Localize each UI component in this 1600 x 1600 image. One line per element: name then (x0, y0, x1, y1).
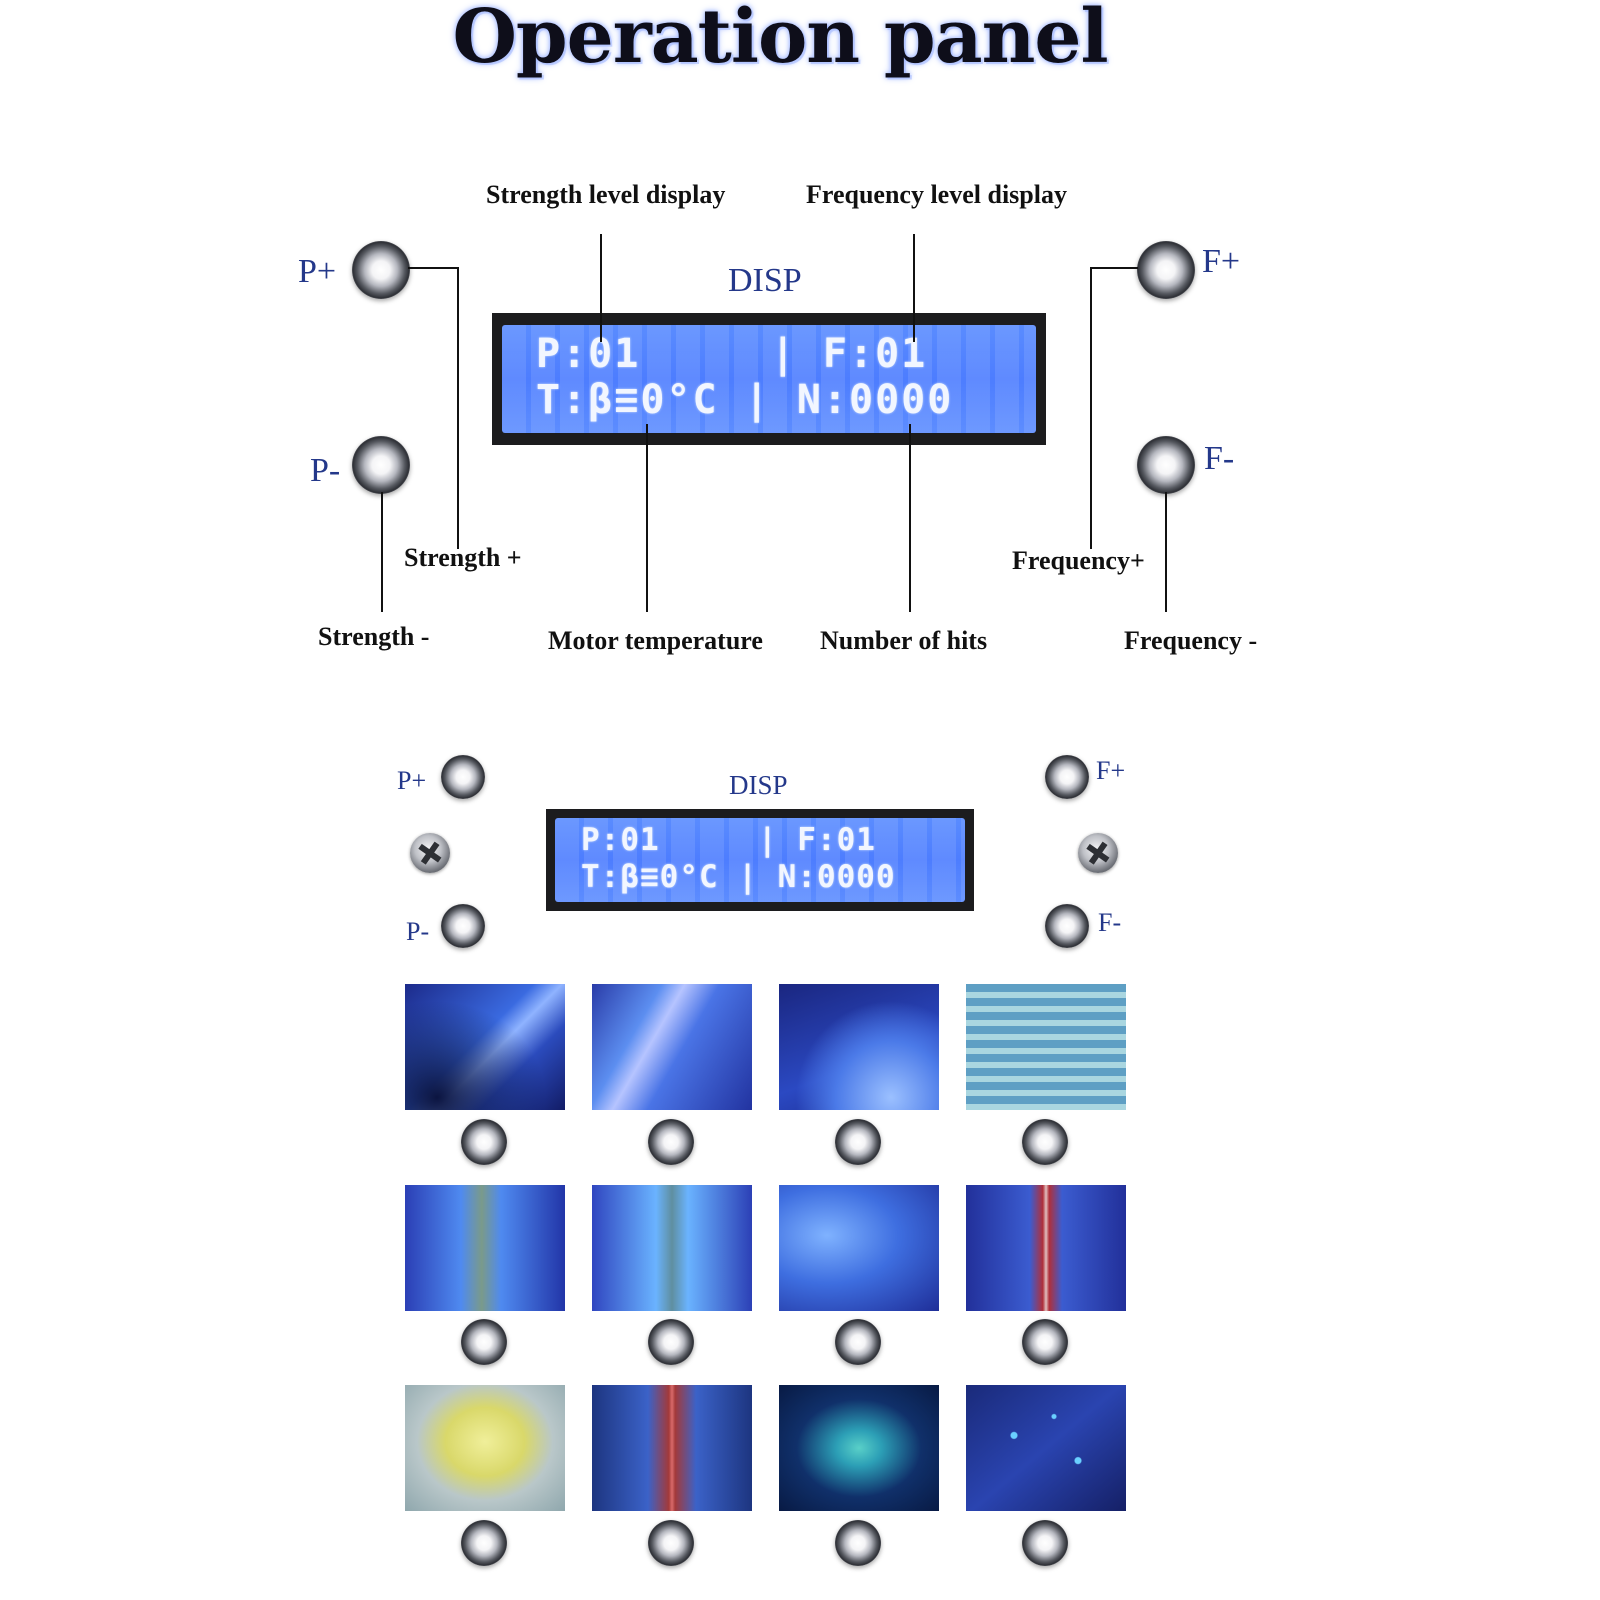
strength-display-callout: Strength level display (486, 180, 726, 209)
tile-forearm (592, 984, 752, 1110)
frequency-minus-callout: Frequency - (1124, 626, 1258, 655)
disp-label: DISP (728, 262, 802, 299)
tile-shoulder (779, 984, 939, 1110)
screw-icon (1078, 833, 1118, 873)
leader-line (909, 424, 911, 612)
frequency-plus-callout: Frequency+ (1012, 546, 1145, 575)
p-plus-label: P+ (397, 766, 427, 795)
area-select-button[interactable] (461, 1520, 507, 1566)
tile-nerve-points (966, 1385, 1126, 1511)
tile-pelvis (405, 1385, 565, 1511)
lcd-row-2: T:β≡0°C | N:0000 (536, 377, 954, 423)
f-minus-label: F- (1098, 908, 1122, 937)
leader-line (381, 492, 383, 612)
p-plus-button[interactable] (352, 241, 410, 299)
leader-line (1090, 267, 1092, 549)
leader-line (1165, 492, 1167, 612)
lcd-display: P:01 | F:01 T:β≡0°C | N:0000 (492, 313, 1046, 445)
p-minus-label: P- (406, 917, 430, 946)
number-of-hits-callout: Number of hits (820, 626, 988, 655)
area-select-button[interactable] (835, 1319, 881, 1365)
leader-line (457, 267, 459, 549)
strength-minus-callout: Strength - (318, 622, 430, 651)
lcd-row-2: T:β≡0°C | N:0000 (581, 859, 896, 895)
tile-arm-tendon (405, 984, 565, 1110)
f-plus-label: F+ (1096, 756, 1126, 785)
leader-line (913, 234, 915, 342)
f-minus-label: F- (1204, 440, 1235, 477)
tile-vertebrae (592, 1385, 752, 1511)
tile-knee (779, 1185, 939, 1311)
p-minus-button[interactable] (441, 904, 485, 948)
tile-full-body (779, 1385, 939, 1511)
lcd-row-1: P:01 | F:01 (536, 331, 928, 377)
area-select-button[interactable] (1022, 1319, 1068, 1365)
p-minus-button[interactable] (352, 436, 410, 494)
leader-line (408, 267, 458, 269)
f-minus-button[interactable] (1045, 904, 1089, 948)
lcd-row-1: P:01 | F:01 (581, 822, 876, 858)
screw-icon (410, 833, 450, 873)
tile-calf (592, 1185, 752, 1311)
strength-plus-callout: Strength + (404, 543, 522, 572)
p-plus-button[interactable] (441, 755, 485, 799)
f-plus-button[interactable] (1137, 241, 1195, 299)
p-minus-label: P- (310, 452, 341, 489)
frequency-display-callout: Frequency level display (806, 180, 1067, 209)
f-minus-button[interactable] (1137, 436, 1195, 494)
area-select-button[interactable] (648, 1119, 694, 1165)
lcd-screen: P:01 | F:01 T:β≡0°C | N:0000 (555, 818, 965, 902)
area-select-button[interactable] (1022, 1520, 1068, 1566)
area-select-button[interactable] (461, 1119, 507, 1165)
area-select-button[interactable] (648, 1520, 694, 1566)
leader-line (1090, 267, 1138, 269)
tile-spine (966, 1185, 1126, 1311)
area-select-button[interactable] (835, 1520, 881, 1566)
area-select-button[interactable] (461, 1319, 507, 1365)
leader-line (600, 234, 602, 342)
area-select-button[interactable] (835, 1119, 881, 1165)
lcd-display: P:01 | F:01 T:β≡0°C | N:0000 (546, 809, 974, 911)
motor-temperature-callout: Motor temperature (548, 626, 763, 655)
tile-leg (405, 1185, 565, 1311)
f-plus-label: F+ (1202, 243, 1241, 280)
area-select-button[interactable] (648, 1319, 694, 1365)
leader-line (646, 424, 648, 612)
p-plus-label: P+ (298, 253, 337, 290)
f-plus-button[interactable] (1045, 755, 1089, 799)
tile-ribcage (966, 984, 1126, 1110)
area-select-button[interactable] (1022, 1119, 1068, 1165)
disp-label: DISP (729, 770, 788, 800)
page-title: Operation panel (452, 0, 1108, 80)
lcd-screen: P:01 | F:01 T:β≡0°C | N:0000 (502, 325, 1036, 433)
